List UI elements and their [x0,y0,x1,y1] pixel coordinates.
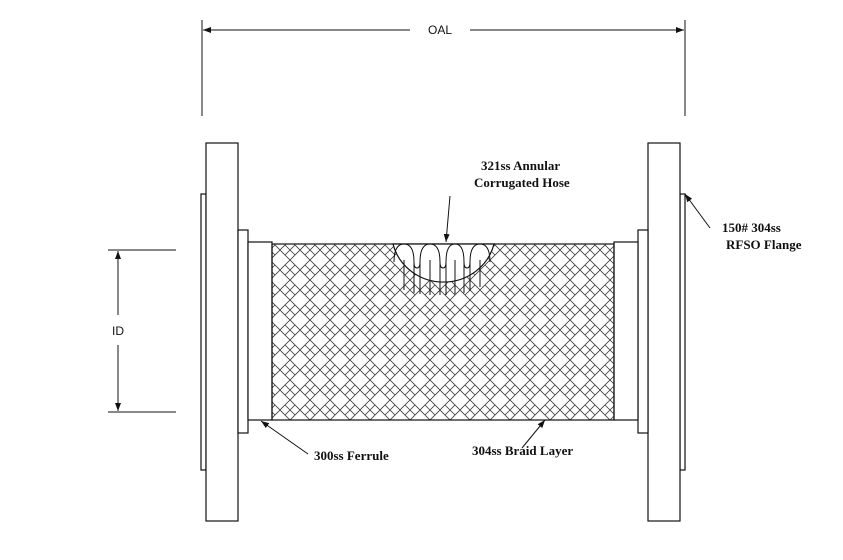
right-ferrule [613,241,639,421]
oal-dimension [201,20,686,116]
right-hub [637,229,649,434]
flange-callout-line1: 150# 304ss [722,220,781,235]
left-hub [237,229,249,434]
corrugation-walls [403,260,481,295]
braid-callout: 304ss Braid Layer [472,443,573,458]
right-flange [647,142,681,522]
flange-callout-line2: RFSO Flange [726,237,802,252]
hose-leader [443,195,451,243]
ferrule-callout: 300ss Ferrule [314,448,389,463]
braid-leader [521,419,546,449]
id-label: ID [112,324,124,338]
id-dimension [108,249,176,413]
oal-label: OAL [428,23,452,37]
hose-callout-line1: 321ss Annular [481,158,560,173]
ferrule-leader [260,420,309,455]
flange-leader [684,193,711,229]
left-ferrule [247,241,273,421]
left-raised-face [200,193,207,471]
right-raised-face [679,193,686,471]
hose-callout-line2: Corrugated Hose [474,175,570,190]
left-flange [205,142,239,522]
